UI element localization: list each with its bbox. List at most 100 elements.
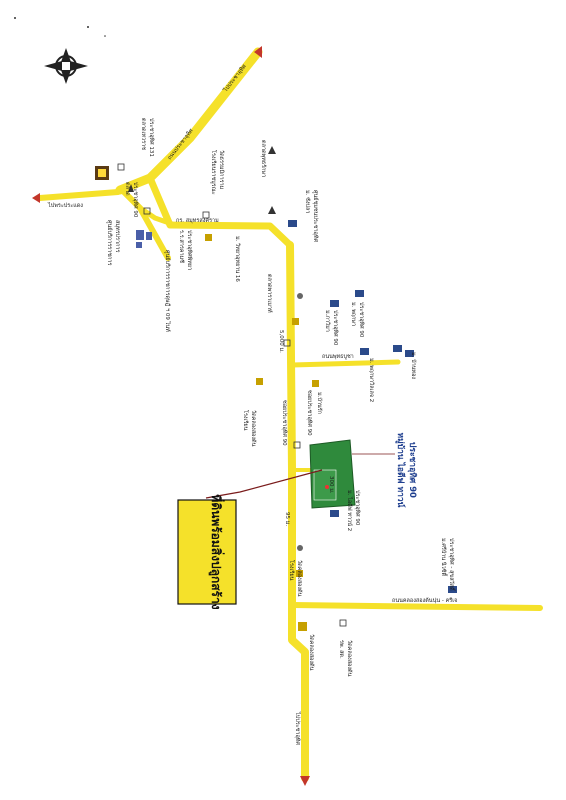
- label-market-pracha: ตลาด: [124, 182, 130, 196]
- label-dist-300: 300 ม.: [328, 476, 334, 494]
- label-ban-rak: ม.บ้านรัก: [316, 392, 323, 414]
- label-rt-school2: ประชาอุทิศพิทยา: [186, 230, 193, 270]
- road-pracha-uthit: [115, 47, 263, 195]
- school-icon: [205, 234, 212, 241]
- label-temple-thamma: โรงเรียนราชบูรณะ: [210, 150, 218, 195]
- house-icon: [405, 350, 414, 357]
- house-icon: [288, 220, 297, 227]
- label-mu-pruksa: ม. พฤกษา: [350, 302, 356, 326]
- label-mu-bantha2: ประชาอุทิศ - สุขสวัสดิ์: [448, 538, 456, 592]
- sign-icon: [117, 163, 125, 171]
- label-mu-idia2b: ประชาอุทิศ 90: [354, 490, 361, 526]
- school-icon: [312, 380, 319, 387]
- label-mu-bandee: ม. พฤกษาวิลเลจ 2: [368, 358, 375, 402]
- building-icon: [136, 242, 142, 248]
- arrow-icon: [254, 46, 262, 58]
- label-hospital: รพ. สต.: [338, 640, 345, 659]
- label-mu-parima: ม.ภาวิมา: [324, 310, 331, 332]
- house-icon: [448, 586, 457, 593]
- label-school-bottom: โรงเรียน: [288, 560, 296, 581]
- house-icon: [355, 290, 364, 297]
- label-mu-wiwatthana: ม. วิทยาอุทยาน 16: [234, 236, 241, 282]
- temple-icon: [128, 184, 134, 192]
- project-title-line1: หมู่บ้าน ไอดีฟ ทาวน์: [395, 433, 406, 508]
- house-icon: [330, 510, 339, 517]
- building-icon: [136, 230, 144, 240]
- road-label-phutthabucha: ถนนพุทธบูชา: [322, 353, 354, 360]
- sign-icon: [143, 207, 151, 215]
- house-icon: [360, 348, 369, 355]
- house-icon: [393, 345, 402, 352]
- school-icon: [256, 378, 263, 385]
- landmark-icons: [95, 146, 457, 631]
- speck: [14, 17, 16, 19]
- road-label-pracha-uthit: ถนนประชาอุทิศ: [166, 127, 195, 161]
- label-pracha-90: ซอยประชาอุทิศ 90: [306, 390, 313, 436]
- property-box-label: ที่ดินพร้อมสิ่งปลูกสร้าง: [208, 494, 225, 609]
- label-mu-sangna2: ศูนย์ชุมชนประชาอุทิศ: [312, 190, 319, 242]
- project-title-line2: ประชาอุทิศ 90: [407, 442, 418, 498]
- label-school-bottom2: วัดคลองสองต้น: [296, 560, 303, 597]
- road-label-to-pracha-top: ไปประชาอุทิศ: [221, 63, 248, 94]
- label-mu-bunthong: ม. บ้านทอง: [410, 352, 417, 379]
- label-dist-5000: 5,000 ม.: [278, 330, 284, 353]
- road-label-kanchanaphisek: กร. สมุทรสงคราม: [176, 217, 219, 224]
- label-mu-parima2: ประชาอุทิศ 90: [332, 310, 339, 346]
- label-mu-pruksa2: ประชาอุทิศ 90: [358, 302, 365, 338]
- school-icon: [296, 570, 303, 577]
- label-wat-bottom: วัดคลองสองต้น: [308, 634, 315, 671]
- label-pracha-131: ประชาอุทิศ 131: [148, 118, 155, 157]
- temple-icon: [297, 293, 303, 299]
- road-network: [37, 47, 543, 782]
- label-market-top: ตลาดเทวราช: [140, 118, 147, 150]
- label-mu-bantha: ม.ศรีบ้าน นิวซิตี้: [440, 538, 448, 577]
- sign-icon: [293, 441, 301, 449]
- label-pracha-90-top: ประชาอุทิศ 90: [132, 182, 139, 218]
- road-label-phra-pradaeng: ไปพระประแดง: [47, 202, 83, 209]
- project-plot-inner: [313, 469, 337, 501]
- plot-marker: [325, 485, 329, 489]
- compass-icon: N: [44, 48, 88, 84]
- temple-icon: [268, 206, 276, 214]
- label-wat-top: ตลาดพุทธรักษา: [260, 140, 267, 177]
- label-dist-95: 95 ม.: [284, 512, 290, 526]
- road-to-phra-pradaeng: [37, 189, 121, 201]
- road-label-to-pracha-bottom: ไปประชาอุทิศ: [294, 711, 301, 745]
- temple-icon: [268, 146, 276, 154]
- label-temple-thamma2: วัดธรรมมิการาม: [218, 150, 225, 190]
- pointer-line: [205, 469, 323, 499]
- label-mu-sangna: ม. ซังปลา: [304, 190, 311, 214]
- label-market-mid: ตลาดพาราเมาท์: [266, 274, 273, 313]
- sign-icon: [283, 339, 291, 347]
- property-box: [177, 499, 237, 605]
- label-temple-klang: โรงเรียน: [242, 410, 250, 431]
- road-kanchanaphisek: [146, 174, 294, 249]
- road-label-khlong-song-ton: ถนนคลองสองต้นนุ่น - ครีเจ: [392, 597, 457, 604]
- label-service-center: ศูนย์บริการราชการ: [106, 220, 113, 265]
- label-rt-school: ร.ร.สารคามซี: [178, 230, 185, 263]
- compass-letter: N: [62, 63, 71, 70]
- house-icon: [330, 300, 339, 307]
- road-main-vertical: [286, 241, 309, 782]
- road-phutthabucha: [289, 359, 401, 368]
- sign-icon: [202, 211, 210, 219]
- label-dist-office: ศูนย์บริการราชการดุษฎี ฯ 09 ไนท์: [164, 250, 171, 332]
- arrow-icon: [32, 193, 40, 203]
- label-temple-klang2: วัดคลองสองต้น: [250, 410, 257, 447]
- arrow-icon: [300, 776, 310, 786]
- temple-icon: [298, 622, 307, 631]
- label-mu-idia2: ม. ไอดีฟ ทาวน์ 2: [346, 490, 353, 531]
- sign-icon: [339, 619, 347, 627]
- speck: [87, 26, 89, 28]
- road-arrows: [32, 46, 310, 786]
- speck: [104, 35, 106, 37]
- building-icon: [146, 232, 152, 240]
- label-samutprakan: สมุทรปราการ: [114, 220, 121, 253]
- school-icon: [292, 318, 299, 325]
- road-label-soi-90: ซอยประชาอุทิศ 90: [281, 400, 288, 446]
- temple-icon: [297, 545, 303, 551]
- label-hospital2: วัดคลองสองต้น: [346, 640, 353, 677]
- road-khlong-song-ton: [289, 602, 543, 611]
- place-labels: ตลาดเทวราช ประชาอุทิศ 131 ตลาด ประชาอุทิ…: [106, 118, 456, 677]
